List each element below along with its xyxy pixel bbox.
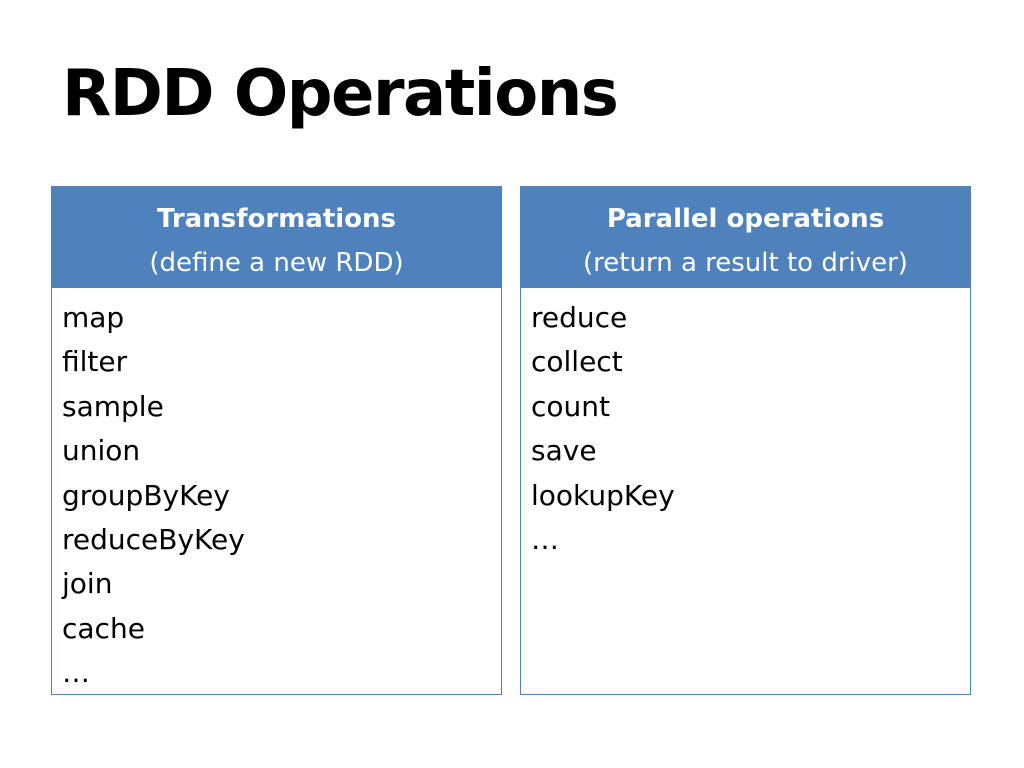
transformations-heading: Transformations [156,204,397,234]
parallel-operations-panel: Parallel operations (return a result to … [520,186,971,695]
slide-title: RDD Operations [62,57,619,131]
list-item: collect [531,345,623,379]
parallel-operations-subheading: (return a result to driver) [583,248,908,278]
list-item: reduce [531,301,628,334]
transformations-header: Transformations (define a new RDD) [52,187,501,288]
parallel-operations-header: Parallel operations (return a result to … [521,187,970,288]
parallel-operations-heading: Parallel operations [606,204,885,234]
transformations-panel: Transformations (define a new RDD) map f… [51,186,502,695]
list-item: cache [62,611,145,645]
transformations-subheading: (define a new RDD) [149,248,404,278]
transformations-list: map filter sample union groupByKey reduc… [52,288,501,696]
list-item: union [62,434,141,468]
list-item: … [531,523,559,557]
list-item: … [62,656,90,690]
list-item: save [531,434,597,468]
list-item: groupByKey [62,478,230,512]
list-item: sample [62,389,164,423]
list-item: reduceByKey [62,523,245,557]
list-item: count [531,389,610,423]
list-item: filter [62,345,128,379]
list-item: join [62,567,113,601]
list-item: lookupKey [531,478,675,512]
parallel-operations-list: reduce collect count save lookupKey … [521,288,970,562]
list-item: map [62,301,125,334]
